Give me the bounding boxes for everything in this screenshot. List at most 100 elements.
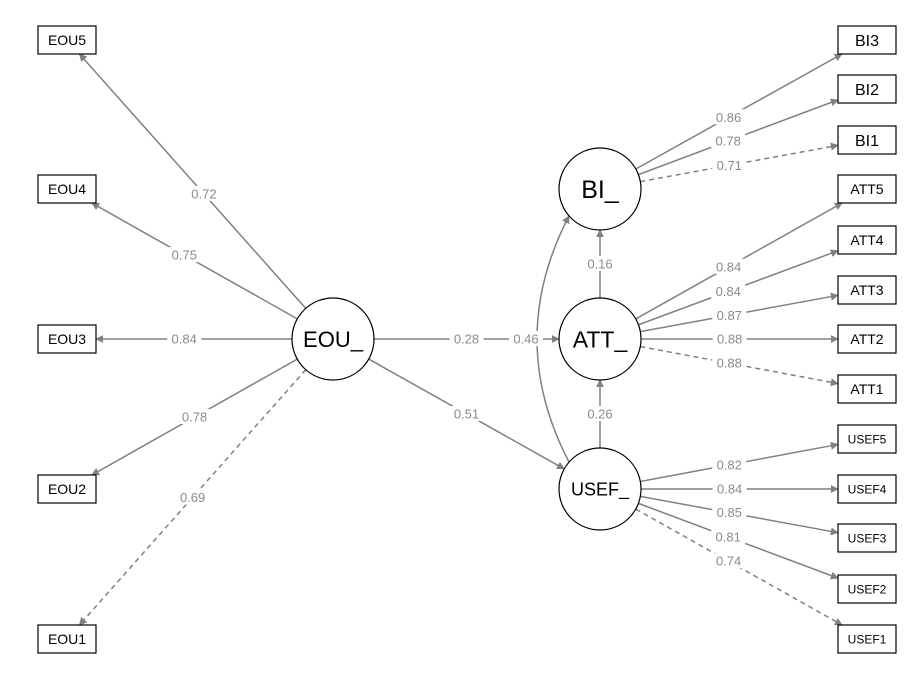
latent-node-usef: USEF_ — [558, 447, 642, 531]
indicator-label-eou3: EOU3 — [48, 331, 86, 347]
path-label-usef-att-bg — [583, 406, 617, 421]
loading-label-bi1: 0.71 — [717, 158, 742, 173]
loading-label-bi2-bg — [711, 132, 746, 148]
indicator-box-att5 — [837, 174, 897, 204]
path-label-usef-bi: 0.46 — [513, 332, 538, 347]
indicator-node-usef2: USEF2 — [837, 574, 897, 604]
loading-label-usef3-bg — [712, 504, 747, 520]
path-label-eou-usef-bg — [449, 406, 484, 421]
indicator-label-bi3: BI3 — [855, 33, 879, 50]
latent-label-usef: USEF_ — [571, 479, 630, 500]
loading-label-eou3-bg — [167, 331, 202, 346]
indicator-box-bi3 — [837, 25, 897, 55]
indicator-box-usef2 — [837, 574, 897, 604]
path-label-eou-usef: 0.51 — [454, 407, 479, 422]
loading-label-eou3: 0.84 — [172, 332, 197, 347]
loading-label-eou4-bg — [167, 247, 202, 263]
indicator-box-att1 — [837, 374, 897, 404]
indicator-box-eou2 — [37, 474, 97, 504]
indicator-label-att3: ATT3 — [850, 282, 883, 298]
loading-label-usef2-bg — [711, 529, 746, 545]
indicator-box-bi1 — [837, 125, 897, 155]
loading-label-att2-bg — [712, 331, 747, 346]
path-label-usef-att: 0.26 — [587, 407, 612, 422]
loading-label-eou5-bg — [186, 185, 221, 201]
indicator-node-bi3: BI3 — [837, 25, 897, 55]
indicator-box-usef3 — [837, 523, 897, 553]
indicator-node-att1: ATT1 — [837, 374, 897, 404]
latent-circle-eou — [291, 297, 375, 381]
loading-label-eou2: 0.78 — [182, 410, 207, 425]
indicator-node-usef4: USEF4 — [837, 474, 897, 504]
loading-label-usef3: 0.85 — [717, 505, 742, 520]
indicator-node-eou4: EOU4 — [37, 174, 97, 204]
indicator-node-eou1: EOU1 — [37, 624, 97, 654]
indicator-box-eou5 — [37, 25, 97, 55]
latent-circle-bi — [558, 147, 642, 231]
latent-node-att: ATT_ — [558, 297, 642, 381]
latent-label-bi: BI_ — [581, 176, 620, 204]
indicator-box-att3 — [837, 275, 897, 305]
loading-label-att1-bg — [712, 355, 747, 371]
indicator-node-bi2: BI2 — [837, 74, 897, 104]
loading-label-eou4: 0.75 — [172, 248, 197, 263]
path-label-eou-att-bg — [449, 331, 484, 346]
indicator-label-att1: ATT1 — [850, 381, 883, 397]
latent-label-eou: EOU_ — [303, 327, 364, 352]
indicator-label-usef1: USEF1 — [848, 632, 887, 646]
loading-label-att3: 0.87 — [717, 308, 742, 323]
path-label-att-bi-bg — [583, 256, 617, 271]
loading-label-bi3-bg — [711, 109, 746, 125]
loading-label-bi1-bg — [712, 157, 747, 173]
indicator-node-usef3: USEF3 — [837, 523, 897, 553]
indicator-label-eou1: EOU1 — [48, 631, 86, 647]
loading-label-usef1-bg — [711, 553, 746, 569]
loading-label-usef2: 0.81 — [716, 530, 741, 545]
indicator-label-usef4: USEF4 — [848, 482, 887, 496]
loading-label-usef4-bg — [712, 481, 747, 496]
latent-label-att: ATT_ — [573, 326, 629, 352]
loading-label-bi2: 0.78 — [716, 133, 741, 148]
latent-node-eou: EOU_ — [291, 297, 375, 381]
loading-label-usef4: 0.84 — [717, 482, 742, 497]
loading-label-att1: 0.88 — [717, 356, 742, 371]
indicator-node-att3: ATT3 — [837, 275, 897, 305]
loading-label-eou2-bg — [177, 409, 212, 425]
loading-label-usef1: 0.74 — [716, 554, 741, 569]
indicator-node-att2: ATT2 — [837, 324, 897, 354]
loading-label-bi3: 0.86 — [716, 110, 741, 125]
nodes-layer: EOU_BI_ATT_USEF_EOU5EOU4EOU3EOU2EOU1BI3B… — [37, 25, 897, 654]
indicator-box-eou3 — [37, 324, 97, 354]
loading-label-att5-bg — [711, 258, 746, 274]
indicator-node-eou3: EOU3 — [37, 324, 97, 354]
indicator-box-eou4 — [37, 174, 97, 204]
indicator-label-eou4: EOU4 — [48, 181, 86, 197]
path-label-usef-bi-bg — [509, 331, 543, 346]
indicator-box-usef1 — [837, 624, 897, 654]
latent-node-bi: BI_ — [558, 147, 642, 231]
indicator-box-usef4 — [837, 474, 897, 504]
indicator-node-bi1: BI1 — [837, 125, 897, 155]
indicator-box-att2 — [837, 324, 897, 354]
indicator-label-att4: ATT4 — [850, 232, 883, 248]
loading-label-att4-bg — [711, 283, 746, 299]
indicator-label-eou5: EOU5 — [48, 32, 86, 48]
loading-edge-eou-eou5 — [78, 53, 307, 309]
indicator-box-att4 — [837, 225, 897, 255]
latent-circle-usef — [558, 447, 642, 531]
loading-label-usef5-bg — [712, 456, 747, 472]
indicator-node-usef5: USEF5 — [837, 424, 897, 454]
loading-label-att3-bg — [712, 307, 747, 323]
indicator-label-usef2: USEF2 — [848, 582, 887, 596]
indicator-label-att2: ATT2 — [850, 331, 883, 347]
indicator-node-eou5: EOU5 — [37, 25, 97, 55]
path-label-att-bi: 0.16 — [587, 257, 612, 272]
indicator-label-bi1: BI1 — [855, 133, 879, 150]
indicator-node-att4: ATT4 — [837, 225, 897, 255]
loading-label-usef5: 0.82 — [717, 457, 742, 472]
loading-label-eou1-bg — [175, 489, 210, 505]
indicator-node-usef1: USEF1 — [837, 624, 897, 654]
latent-circle-att — [558, 297, 642, 381]
indicator-label-usef3: USEF3 — [848, 531, 887, 545]
